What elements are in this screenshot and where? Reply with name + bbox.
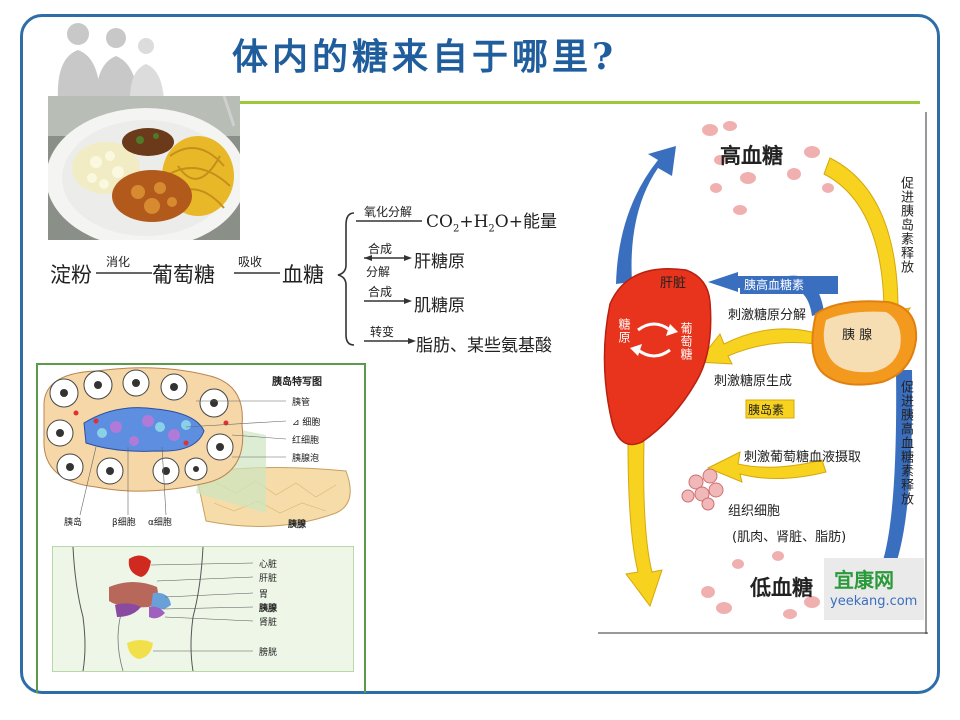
acinus-label: 胰腺泡 bbox=[292, 454, 320, 464]
tissue-examples-label: (肌肉、肾脏、脂肪) bbox=[732, 530, 847, 545]
convert-label: 转变 bbox=[370, 325, 395, 339]
energy-label: CO2+H2O+能量 bbox=[426, 212, 557, 235]
islet-closeup-figure: 胰岛特写图 胰管 ⊿ 细胞 红细胞 胰腺泡 胰岛 β细胞 α细胞 胰腺 bbox=[36, 363, 366, 541]
low-blood-sugar-label: 低血糖 bbox=[750, 576, 813, 600]
people-silhouette-icon bbox=[57, 23, 164, 100]
promote-glucagon-label: 促进胰高血糖素释放 bbox=[898, 380, 913, 506]
alpha-cell-label: α细胞 bbox=[148, 518, 172, 528]
absorb-label: 吸收 bbox=[238, 255, 263, 269]
glycogen-label: 糖原 bbox=[617, 318, 631, 344]
brand-logo: 宜康网 bbox=[834, 568, 894, 592]
synth-label-2: 合成 bbox=[368, 285, 393, 299]
glucose-pathway-diagram: 淀粉 消化 葡萄糖 吸收 血糖 氧化分解 CO2+H2O+能量 合成 分解 肝糖… bbox=[48, 195, 588, 365]
islet-label: 胰岛 bbox=[64, 518, 83, 528]
muscle-glycogen-label: 肌糖原 bbox=[414, 296, 465, 316]
promote-insulin-label: 促进胰岛素释放 bbox=[898, 176, 913, 274]
pancreas-label: 胰腺 bbox=[288, 520, 307, 530]
stim-synthesis-label: 刺激糖原生成 bbox=[714, 374, 793, 389]
stomach-label: 胃 bbox=[259, 590, 269, 600]
stim-breakdown-label: 刺激糖原分解 bbox=[728, 308, 807, 323]
blood-sugar-cycle-diagram: 高血糖 低血糖 肝脏 糖原 葡萄糖 胰高血糖素 刺激糖原分解 胰 腺 刺激糖原生… bbox=[598, 112, 928, 634]
red-cell-label: 红细胞 bbox=[292, 436, 320, 446]
cycle-glucose-label: 葡萄糖 bbox=[679, 322, 693, 361]
islet-illustration bbox=[43, 367, 351, 527]
kidney-label: 肾脏 bbox=[259, 618, 278, 628]
fat-amino-label: 脂肪、某些氨基酸 bbox=[416, 336, 552, 356]
cycle-pancreas-label: 胰 腺 bbox=[842, 328, 873, 343]
digest-label: 消化 bbox=[106, 255, 131, 269]
glucagon-label: 胰高血糖素 bbox=[744, 278, 805, 292]
decomp-label: 分解 bbox=[366, 265, 391, 279]
islet-title: 胰岛特写图 bbox=[272, 377, 322, 388]
cycle-illustration bbox=[598, 112, 928, 634]
page-title: 体内的糖来自于哪里? bbox=[232, 36, 618, 78]
starch-label: 淀粉 bbox=[50, 263, 92, 287]
heart-label: 心脏 bbox=[259, 560, 278, 570]
synth-label-1: 合成 bbox=[368, 242, 393, 256]
high-blood-sugar-label: 高血糖 bbox=[720, 144, 783, 168]
tissue-label: 组织细胞 bbox=[728, 504, 781, 519]
pathway-lines bbox=[96, 212, 422, 346]
food-photo bbox=[48, 96, 240, 240]
liver-glycogen-label: 肝糖原 bbox=[414, 252, 465, 272]
glucose-label: 葡萄糖 bbox=[152, 263, 215, 287]
stim-uptake-label: 刺激葡萄糖血液摄取 bbox=[744, 450, 862, 465]
bladder-label: 膀胱 bbox=[259, 648, 278, 658]
title-underline bbox=[240, 101, 920, 104]
brand-url: yeekang.com bbox=[830, 594, 918, 609]
insulin-label: 胰岛素 bbox=[748, 403, 785, 417]
body-pancreas-label: 胰腺 bbox=[259, 604, 278, 614]
duct-label: 胰管 bbox=[292, 398, 311, 408]
delta-cell-label: ⊿ 细胞 bbox=[292, 418, 321, 428]
body-illustration bbox=[72, 546, 254, 672]
blood-sugar-label: 血糖 bbox=[282, 263, 324, 287]
beta-cell-label: β细胞 bbox=[112, 518, 136, 528]
cycle-liver-label: 肝脏 bbox=[660, 276, 687, 291]
liver-label: 肝脏 bbox=[259, 574, 278, 584]
body-organs-figure: 心脏 肝脏 胃 胰腺 肾脏 膀胱 bbox=[52, 546, 354, 672]
oxidize-label: 氧化分解 bbox=[364, 205, 413, 219]
